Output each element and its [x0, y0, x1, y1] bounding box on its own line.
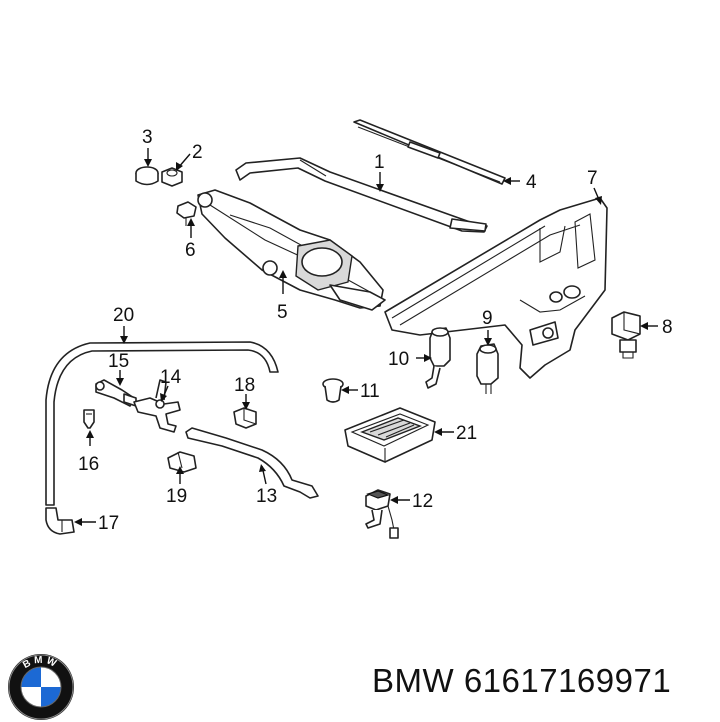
callout-13: 13	[256, 486, 277, 507]
logo-quadrant-blue-2	[41, 687, 61, 707]
connector-part-15	[95, 379, 137, 407]
nut-part-2	[161, 167, 183, 187]
callout-14: 14	[160, 367, 182, 388]
callout-15: 15	[108, 351, 129, 372]
callout-9: 9	[482, 308, 493, 329]
washer-reservoir-part-7	[384, 197, 608, 379]
small-connector-part-16	[83, 409, 95, 429]
leader-lines	[74, 148, 658, 526]
callout-7: 7	[587, 168, 598, 189]
callout-12: 12	[412, 491, 433, 512]
callout-18: 18	[234, 375, 255, 396]
elbow-connector-part-17	[45, 507, 75, 535]
clip-part-18	[233, 407, 257, 429]
callout-21: 21	[456, 423, 477, 444]
callout-labels: 1 2 3 4 5 6 7 8 9 10 11 12 13 14 15 16 1…	[78, 127, 673, 534]
callout-6: 6	[185, 240, 196, 261]
callout-4: 4	[526, 172, 537, 193]
logo-text: BMW	[21, 655, 57, 671]
hose-part-13	[185, 427, 319, 499]
washer-pump-part-9	[476, 343, 499, 394]
callout-2: 2	[192, 142, 203, 163]
wiper-blade-part-4	[353, 119, 506, 185]
callout-17: 17	[98, 513, 119, 534]
callout-1: 1	[374, 152, 385, 173]
callout-5: 5	[277, 302, 288, 323]
washer-hose-part-20	[45, 341, 279, 506]
callout-11: 11	[360, 381, 380, 402]
wiper-linkage-part-5	[197, 189, 386, 311]
callout-8: 8	[662, 317, 673, 338]
level-sensor-part-8	[611, 311, 641, 359]
callout-3: 3	[142, 127, 153, 148]
bmw-logo: BMW	[8, 654, 74, 720]
logo-quadrant-blue-1	[21, 667, 41, 687]
washer-pump-part-10	[425, 327, 451, 389]
bracket-part-19	[167, 451, 197, 473]
callout-10: 10	[388, 349, 409, 370]
bolt-part-6	[176, 201, 197, 226]
callout-20: 20	[113, 305, 134, 326]
cap-part-3	[135, 166, 159, 186]
part-number-caption: BMW 61617169971	[372, 662, 672, 699]
washer-jet-part-12	[365, 489, 399, 539]
grommet-part-11	[322, 378, 344, 403]
control-module-part-21	[344, 407, 436, 463]
callout-19: 19	[166, 486, 187, 507]
svg-text:BMW: BMW	[21, 655, 60, 671]
callout-16: 16	[78, 454, 99, 475]
wiper-arm-part-1	[235, 157, 488, 233]
